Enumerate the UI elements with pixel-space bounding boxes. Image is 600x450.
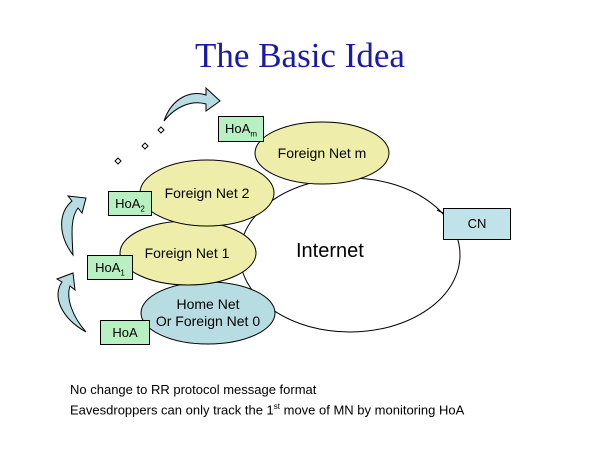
hoa-text: HoA [112,325,138,340]
move-arrow-top [163,86,221,122]
hoa-1-text: HoA [95,260,121,275]
move-arrow-middle [61,195,87,257]
hoa-2-box: HoA2 [108,191,152,216]
hoa-box: HoA [100,320,150,345]
hoa-2-text: HoA [115,196,141,211]
hoa-1-box: HoA1 [87,255,133,280]
note-line-1: No change to RR protocol message format [70,382,317,397]
foreign-net-2-label: Foreign Net 2 [164,185,250,201]
hoa-m-text: HoA [225,121,251,136]
hoa-2-sub: 2 [140,204,145,214]
internet-label: Internet [296,240,364,262]
notes: No change to RR protocol message format … [70,381,464,418]
note-line-2-pre: Eavesdroppers can only track the 1 [70,402,274,418]
home-net-label: Home Net Or Foreign Net 0 [143,296,273,330]
hoa-1-sub: 1 [120,268,125,278]
note-line-2-post: move of MN by monitoring HoA [280,402,465,418]
move-arrow-bottom [55,272,87,333]
home-net-line2: Or Foreign Net 0 [155,313,261,329]
foreign-net-1-label: Foreign Net 1 [144,245,230,261]
foreign-net-m-label: Foreign Net m [277,145,367,161]
cn-label: CN [467,216,487,231]
foreign-net-m-ellipse [254,121,390,185]
note-line-2-sup: st [273,402,281,411]
intermediate-dots [114,126,165,165]
hoa-m-sub: m [250,129,257,139]
home-net-line1: Home Net [176,296,240,312]
page-title: The Basic Idea [195,36,405,75]
hoa-m-box: HoAm [218,116,264,142]
note-line-2: Eavesdroppers can only track the 1st mov… [70,398,464,418]
cn-box: CN [443,208,511,240]
cn-connector [436,209,444,214]
